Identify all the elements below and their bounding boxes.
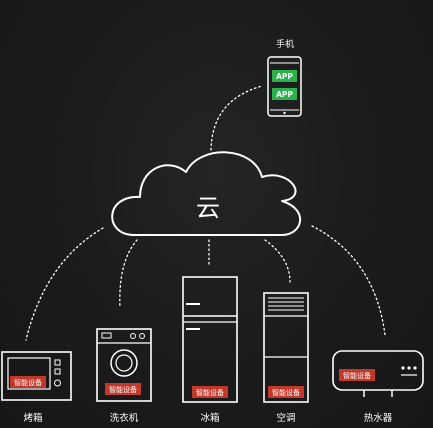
device-ac: 智能设备 空调 bbox=[263, 292, 309, 424]
device-oven: 智能设备 烤箱 bbox=[1, 351, 72, 424]
water-heater-icon bbox=[332, 350, 424, 397]
phone-label: 手机 bbox=[276, 38, 294, 50]
refrigerator-icon bbox=[182, 276, 238, 403]
app-button-1: APP bbox=[272, 70, 297, 82]
heater-label: 热水器 bbox=[364, 412, 393, 424]
app-button-1-label: APP bbox=[276, 72, 293, 81]
fridge-badge-text: 智能设备 bbox=[196, 388, 224, 397]
connector-cloud-oven bbox=[25, 227, 104, 341]
ac-badge-text: 智能设备 bbox=[272, 388, 300, 397]
cloud-node: 云 bbox=[111, 151, 302, 236]
washer-badge: 智能设备 bbox=[105, 383, 141, 395]
fridge-label: 冰箱 bbox=[200, 412, 219, 424]
phone-node: 手机 APP APP bbox=[267, 38, 302, 117]
connector-cloud-phone bbox=[210, 85, 263, 151]
ac-label: 空调 bbox=[276, 412, 295, 424]
cloud-label: 云 bbox=[196, 194, 220, 222]
phone-icon bbox=[267, 56, 302, 117]
washer-label: 洗衣机 bbox=[110, 412, 139, 424]
oven-badge: 智能设备 bbox=[10, 376, 46, 388]
cloud-icon bbox=[111, 151, 302, 236]
air-conditioner-icon bbox=[263, 292, 309, 403]
fridge-badge: 智能设备 bbox=[192, 386, 228, 398]
oven-badge-text: 智能设备 bbox=[14, 378, 42, 387]
washer-badge-text: 智能设备 bbox=[109, 385, 137, 394]
device-washer: 智能设备 洗衣机 bbox=[96, 328, 152, 424]
washing-machine-icon bbox=[96, 328, 152, 402]
device-heater: 智能设备 热水器 bbox=[332, 350, 424, 424]
oven-icon bbox=[1, 351, 72, 401]
connector-cloud-washer bbox=[119, 239, 138, 309]
device-fridge: 智能设备 冰箱 bbox=[182, 276, 238, 424]
heater-badge-text: 智能设备 bbox=[343, 371, 371, 380]
connector-cloud-heater bbox=[311, 225, 386, 336]
oven-label: 烤箱 bbox=[23, 412, 42, 424]
app-button-2: APP bbox=[272, 88, 297, 100]
ac-badge: 智能设备 bbox=[268, 386, 304, 398]
heater-badge: 智能设备 bbox=[339, 369, 375, 381]
connector-cloud-ac bbox=[264, 239, 291, 283]
app-button-2-label: APP bbox=[276, 90, 293, 99]
connector-lines bbox=[25, 85, 386, 341]
